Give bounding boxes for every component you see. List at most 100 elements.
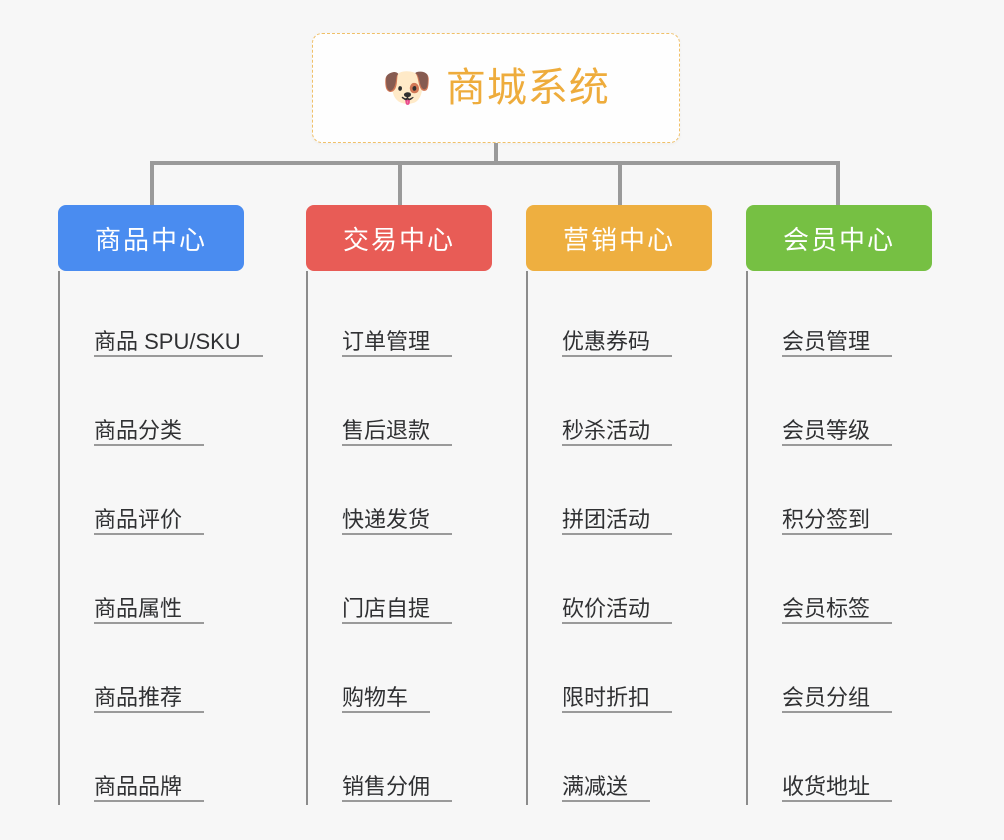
leaf-underline: 会员分组 [782, 684, 893, 713]
leaf-underline: 满减送 [562, 773, 651, 802]
leaf-list-member-center: 会员管理会员等级积分签到会员标签会员分组收货地址 [746, 271, 932, 805]
branch-header-label: 营销中心 [562, 224, 675, 255]
leaf-underline: 限时折扣 [562, 684, 673, 713]
branch-header-label: 交易中心 [342, 224, 455, 255]
leaf-item-label: 商品推荐 [94, 684, 183, 710]
branch-column-member-center: 会员中心会员管理会员等级积分签到会员标签会员分组收货地址 [746, 205, 932, 805]
leaf-item[interactable]: 限时折扣 [526, 627, 712, 716]
leaf-item[interactable]: 会员标签 [746, 538, 932, 627]
branch-column-product-center: 商品中心商品 SPU/SKU 商品分类商品评价商品属性商品推荐商品品牌 [58, 205, 263, 805]
connector-drop-3 [618, 161, 622, 205]
leaf-item-label: 售后退款 [342, 417, 431, 443]
connector-root-stem [494, 143, 498, 165]
leaf-underline: 商品评价 [94, 506, 205, 535]
leaf-item[interactable]: 售后退款 [306, 360, 492, 449]
leaf-item[interactable]: 会员等级 [746, 360, 932, 449]
leaf-item[interactable]: 优惠券码 [526, 271, 712, 360]
leaf-item-label: 快递发货 [342, 506, 431, 532]
leaf-underline: 收货地址 [782, 773, 893, 802]
leaf-underline: 商品属性 [94, 595, 205, 624]
leaf-spine [306, 271, 308, 805]
leaf-underline: 积分签到 [782, 506, 893, 535]
leaf-item[interactable]: 满减送 [526, 716, 712, 805]
leaf-item[interactable]: 商品 SPU/SKU [58, 271, 263, 360]
leaf-item-label: 优惠券码 [562, 328, 651, 354]
leaf-item-label: 会员等级 [782, 417, 871, 443]
leaf-underline: 会员标签 [782, 595, 893, 624]
leaf-underline: 会员等级 [782, 417, 893, 446]
leaf-item-label: 商品品牌 [94, 773, 183, 799]
leaf-underline: 商品品牌 [94, 773, 205, 802]
leaf-item-label: 会员分组 [782, 684, 871, 710]
leaf-spine [526, 271, 528, 805]
leaf-item-label: 限时折扣 [562, 684, 651, 710]
leaf-item-label: 销售分佣 [342, 773, 431, 799]
leaf-item[interactable]: 会员管理 [746, 271, 932, 360]
leaf-underline: 优惠券码 [562, 328, 673, 357]
leaf-item[interactable]: 购物车 [306, 627, 492, 716]
leaf-spine [746, 271, 748, 805]
leaf-item[interactable]: 商品推荐 [58, 627, 244, 716]
leaf-list-product-center: 商品 SPU/SKU 商品分类商品评价商品属性商品推荐商品品牌 [58, 271, 263, 805]
branch-header-label: 会员中心 [782, 224, 895, 255]
leaf-item-label: 会员管理 [782, 328, 871, 354]
leaf-item[interactable]: 销售分佣 [306, 716, 492, 805]
branch-column-marketing-center: 营销中心优惠券码秒杀活动拼团活动砍价活动限时折扣满减送 [526, 205, 712, 805]
leaf-list-marketing-center: 优惠券码秒杀活动拼团活动砍价活动限时折扣满减送 [526, 271, 712, 805]
leaf-item-label: 拼团活动 [562, 506, 651, 532]
connector-horizontal-bus [150, 161, 840, 165]
leaf-underline: 商品分类 [94, 417, 205, 446]
root-node-mall-system[interactable]: 🐶 商城系统 [312, 33, 680, 143]
leaf-item-label: 门店自提 [342, 595, 431, 621]
branch-header-label: 商品中心 [94, 224, 207, 255]
leaf-underline: 砍价活动 [562, 595, 673, 624]
branch-header-marketing-center[interactable]: 营销中心 [526, 205, 712, 271]
leaf-underline: 快递发货 [342, 506, 453, 535]
leaf-item[interactable]: 拼团活动 [526, 449, 712, 538]
leaf-item[interactable]: 收货地址 [746, 716, 932, 805]
leaf-underline: 购物车 [342, 684, 431, 713]
leaf-item-label: 满减送 [562, 773, 629, 799]
leaf-underline: 售后退款 [342, 417, 453, 446]
root-node-label: 商城系统 [445, 66, 610, 110]
leaf-item-label: 商品属性 [94, 595, 183, 621]
leaf-item-label: 积分签到 [782, 506, 871, 532]
leaf-underline: 订单管理 [342, 328, 453, 357]
leaf-item[interactable]: 商品分类 [58, 360, 244, 449]
leaf-item-label: 购物车 [342, 684, 409, 710]
leaf-item-label: 商品 SPU/SKU [94, 328, 241, 354]
leaf-underline: 门店自提 [342, 595, 453, 624]
leaf-item[interactable]: 商品属性 [58, 538, 244, 627]
leaf-underline: 销售分佣 [342, 773, 453, 802]
leaf-item[interactable]: 积分签到 [746, 449, 932, 538]
leaf-item-label: 订单管理 [342, 328, 431, 354]
leaf-item[interactable]: 砍价活动 [526, 538, 712, 627]
leaf-list-trade-center: 订单管理售后退款快递发货门店自提购物车销售分佣 [306, 271, 492, 805]
leaf-item-label: 商品评价 [94, 506, 183, 532]
branch-header-trade-center[interactable]: 交易中心 [306, 205, 492, 271]
leaf-item[interactable]: 订单管理 [306, 271, 492, 360]
connector-drop-2 [398, 161, 402, 205]
leaf-spine [58, 271, 60, 805]
leaf-item[interactable]: 秒杀活动 [526, 360, 712, 449]
leaf-item-label: 收货地址 [782, 773, 871, 799]
connector-drop-4 [836, 161, 840, 205]
leaf-item[interactable]: 商品品牌 [58, 716, 244, 805]
branch-header-member-center[interactable]: 会员中心 [746, 205, 932, 271]
leaf-item-label: 秒杀活动 [562, 417, 651, 443]
branch-header-product-center[interactable]: 商品中心 [58, 205, 244, 271]
leaf-item-label: 商品分类 [94, 417, 183, 443]
leaf-item-label: 砍价活动 [562, 595, 651, 621]
shiba-dog-face-icon: 🐶 [382, 66, 432, 110]
branch-column-trade-center: 交易中心订单管理售后退款快递发货门店自提购物车销售分佣 [306, 205, 492, 805]
leaf-underline: 商品推荐 [94, 684, 205, 713]
leaf-underline: 秒杀活动 [562, 417, 673, 446]
leaf-item[interactable]: 会员分组 [746, 627, 932, 716]
leaf-item[interactable]: 门店自提 [306, 538, 492, 627]
leaf-underline: 拼团活动 [562, 506, 673, 535]
leaf-item[interactable]: 商品评价 [58, 449, 244, 538]
leaf-item-label: 会员标签 [782, 595, 871, 621]
leaf-item[interactable]: 快递发货 [306, 449, 492, 538]
leaf-underline: 会员管理 [782, 328, 893, 357]
